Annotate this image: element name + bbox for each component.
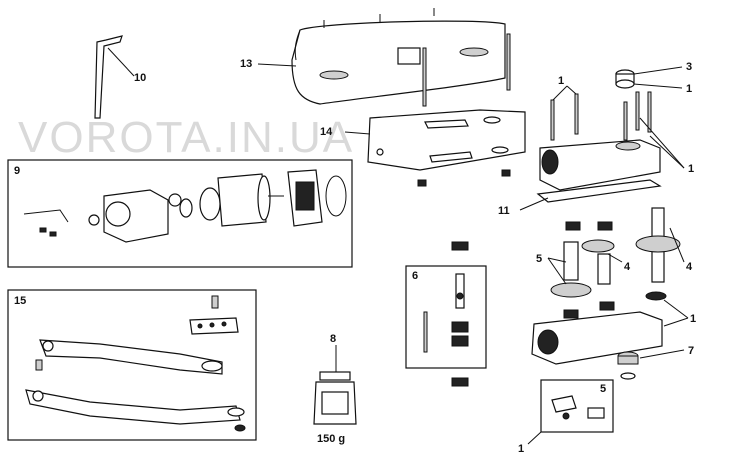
watermark-text: VOROTA.IN.UA bbox=[18, 113, 354, 162]
callout-15: 8 bbox=[330, 333, 336, 345]
callout-12: 13 bbox=[240, 58, 252, 70]
hex-key-part bbox=[94, 35, 135, 119]
arm-group-box bbox=[7, 289, 257, 441]
callout-6: 5 bbox=[600, 383, 606, 395]
callout-5: 5 bbox=[536, 253, 542, 265]
arm-set bbox=[25, 295, 246, 432]
callout-13: 14 bbox=[320, 126, 333, 138]
bearing bbox=[451, 241, 469, 251]
gearbox-housing-bottom bbox=[531, 311, 663, 365]
shaft-assembly bbox=[423, 273, 469, 353]
callout-8: 10 bbox=[134, 72, 146, 84]
mounting-plate-part bbox=[367, 109, 526, 171]
callout-1-housing: 1 bbox=[688, 163, 694, 175]
bolt-set bbox=[550, 91, 652, 141]
shaft-group-box bbox=[405, 265, 487, 369]
gear-set bbox=[550, 207, 681, 319]
motor-assembly bbox=[23, 169, 347, 243]
callout-1-bolts: 1 bbox=[558, 75, 564, 87]
gearbox-housing-top bbox=[539, 139, 661, 191]
callout-14: 15 bbox=[14, 295, 26, 307]
nut bbox=[417, 179, 427, 187]
release-group-box bbox=[540, 379, 614, 433]
callout-4-right: 4 bbox=[686, 261, 693, 273]
callout-7: 7 bbox=[688, 345, 694, 357]
callout-1-top: 1 bbox=[686, 83, 692, 95]
nut bbox=[501, 169, 511, 177]
bearing bbox=[451, 377, 469, 387]
weight-label: 150 g bbox=[317, 433, 345, 445]
callout-3: 3 bbox=[686, 61, 692, 73]
callout-4-left: 4 bbox=[624, 261, 631, 273]
bearing-cap-part bbox=[615, 69, 635, 89]
cover-part bbox=[291, 8, 506, 105]
callout-1-bottom: 1 bbox=[518, 443, 524, 454]
output-cap-part bbox=[617, 351, 639, 380]
motor-group-box bbox=[7, 159, 353, 268]
grease-jar-part bbox=[313, 371, 357, 425]
long-screw bbox=[506, 33, 511, 91]
bearing bbox=[645, 291, 667, 301]
callout-10: 6 bbox=[412, 270, 418, 282]
release-key-assembly bbox=[551, 395, 605, 420]
long-screw bbox=[422, 47, 427, 107]
callout-9: 9 bbox=[14, 165, 20, 177]
callout-1-lower: 1 bbox=[690, 313, 696, 325]
callout-11: 11 bbox=[498, 205, 510, 217]
